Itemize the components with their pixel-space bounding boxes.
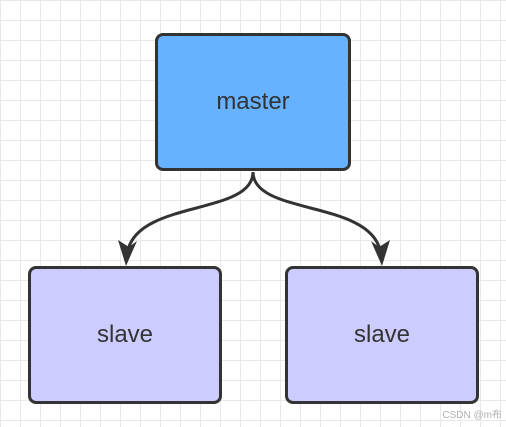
edge-master-to-slave-left — [126, 171, 255, 251]
edge-master-to-slave-right — [251, 171, 382, 251]
arrowhead-slave-left — [118, 240, 137, 266]
slave-node-right[interactable]: slave — [285, 266, 479, 404]
slave-node-right-label: slave — [353, 321, 411, 348]
master-node-label: master — [216, 88, 290, 115]
slave-node-left[interactable]: slave — [28, 266, 222, 404]
csdn-watermark: CSDN @m布 — [442, 410, 502, 421]
master-node[interactable]: master — [155, 33, 351, 171]
slave-node-left-label: slave — [96, 321, 154, 348]
arrowhead-slave-right — [371, 240, 390, 266]
